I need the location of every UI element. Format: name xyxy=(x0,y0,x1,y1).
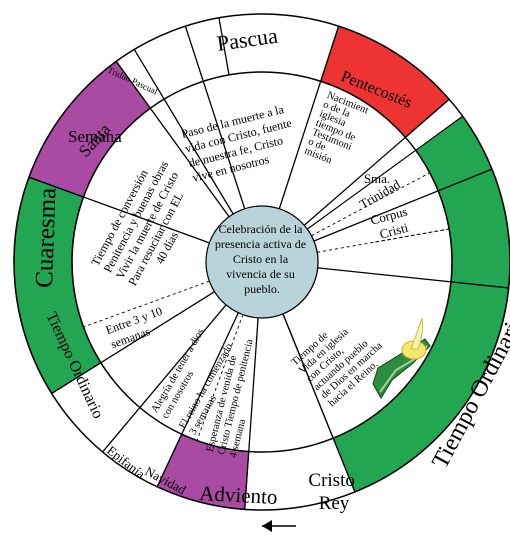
wheel-lines xyxy=(13,13,510,511)
radial-divider xyxy=(184,25,246,209)
candle-flame-icon xyxy=(372,317,431,399)
label-cristo-rey: Cristo Rey xyxy=(308,470,359,514)
label-semana-santa: Semana xyxy=(68,127,122,146)
center-text: Celebración de la presencia activa de Cr… xyxy=(215,222,309,296)
radial-divider xyxy=(156,312,239,488)
center-circle xyxy=(205,205,319,319)
radial-divider xyxy=(133,49,234,215)
label-adviento: Adviento xyxy=(199,481,278,509)
radial-divider xyxy=(51,291,215,394)
radial-divider xyxy=(313,168,493,242)
radial-divider xyxy=(278,25,340,209)
radial-divider xyxy=(303,98,450,226)
arrow-left-icon xyxy=(262,520,296,532)
label-cuaresma: Cuaresma xyxy=(31,187,61,288)
dashed-divider xyxy=(83,280,210,328)
radial-divider xyxy=(244,317,259,510)
radial-divider xyxy=(102,304,227,453)
radial-divider xyxy=(28,176,210,244)
middle-ring xyxy=(71,71,453,453)
outer-ring xyxy=(13,13,510,511)
radial-divider xyxy=(115,60,230,218)
radial-divider xyxy=(282,313,356,493)
inner-text-pentecostes: Nacimient o de la iglesia tiempo de Test… xyxy=(303,90,370,167)
radial-divider xyxy=(317,267,509,289)
radial-divider-outer xyxy=(218,17,230,75)
dashed-divider xyxy=(196,314,244,441)
dashed-divider xyxy=(311,172,430,237)
label-sma-trinidad: Sma. xyxy=(364,171,390,186)
dashed-divider-corpus xyxy=(375,228,450,243)
label-cristi: Cristi xyxy=(378,220,410,242)
